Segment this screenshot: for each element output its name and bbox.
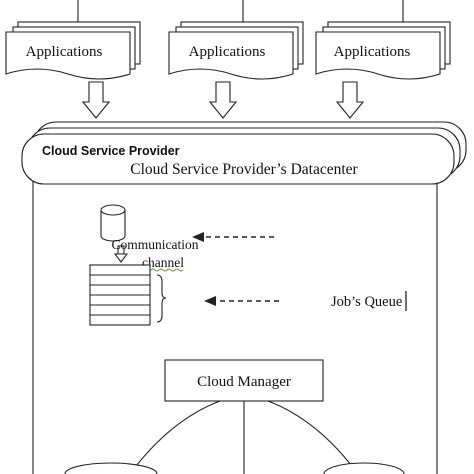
communication-channel-cylinder bbox=[100, 204, 129, 263]
datacenter-label: Cloud Service Provider’s Datacenter bbox=[130, 161, 358, 178]
manager-connections bbox=[129, 400, 359, 474]
server-cylinder-right bbox=[323, 462, 405, 474]
cloud-service-provider-label: Cloud Service Provider bbox=[42, 144, 180, 158]
job-queue-stack bbox=[89, 264, 151, 326]
server-cylinder-left bbox=[64, 462, 158, 474]
jobs-queue-label: Job’s Queue bbox=[331, 294, 402, 310]
down-arrow-2 bbox=[208, 81, 238, 119]
down-arrow-1 bbox=[81, 81, 111, 119]
applications-label-1: Applications bbox=[26, 44, 103, 60]
applications-stack-2: Applications bbox=[168, 21, 304, 80]
dashed-arrow-to-queue bbox=[204, 296, 279, 306]
applications-stack-3: Applications bbox=[315, 21, 451, 80]
communication-label: Communication bbox=[112, 237, 199, 252]
provider-banners: Cloud Service Provider Cloud Service Pro… bbox=[21, 121, 467, 185]
cloud-manager-label: Cloud Manager bbox=[197, 374, 291, 390]
queue-brace bbox=[156, 274, 167, 323]
down-arrow-3 bbox=[335, 81, 365, 119]
dashed-arrow-to-channel bbox=[192, 232, 274, 242]
applications-stack-1: Applications bbox=[5, 21, 141, 80]
applications-label-3: Applications bbox=[334, 44, 411, 60]
cloud-manager-box: Cloud Manager bbox=[164, 359, 324, 402]
input-lines bbox=[77, 0, 404, 22]
applications-label-2: Applications bbox=[189, 44, 266, 60]
channel-label: channel bbox=[142, 255, 184, 270]
